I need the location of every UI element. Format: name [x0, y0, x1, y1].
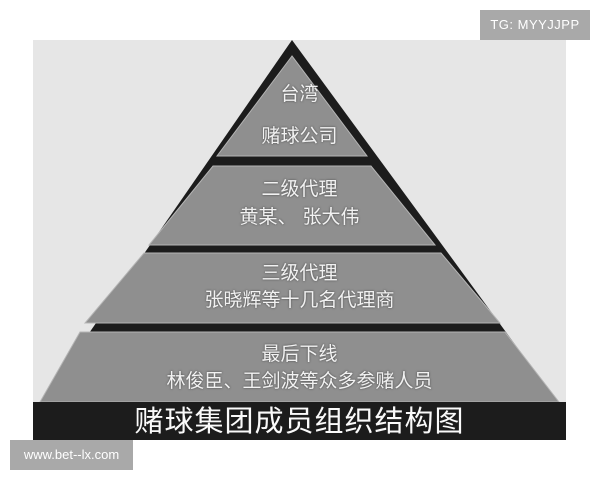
tier-3-title: 三级代理: [261, 262, 338, 284]
tier-1-shape: [216, 55, 368, 157]
pyramid-diagram: 台湾 赌球公司 二级代理 黄某、 张大伟 三级代理 张晓辉等十几名代理商 最后下…: [33, 40, 566, 440]
tier-4-title: 最后下线: [261, 343, 338, 365]
tier-1-title: 台湾: [280, 83, 319, 105]
diagram-caption: 赌球集团成员组织结构图: [33, 402, 566, 440]
url-watermark-badge: www.bet--lx.com: [10, 440, 133, 470]
tier-3-detail: 张晓辉等十几名代理商: [204, 289, 395, 311]
tier-4-detail: 林俊臣、王剑波等众多参赌人员: [166, 370, 433, 392]
tier-1-detail: 赌球公司: [261, 125, 338, 147]
tier-2-detail: 黄某、 张大伟: [239, 206, 360, 228]
pyramid-shape: [33, 40, 566, 414]
tg-watermark-badge: TG: MYYJJPP: [480, 10, 590, 40]
tier-3-shape: [83, 252, 502, 324]
tier-2-title: 二级代理: [261, 178, 338, 200]
tier-2-shape: [147, 165, 437, 246]
